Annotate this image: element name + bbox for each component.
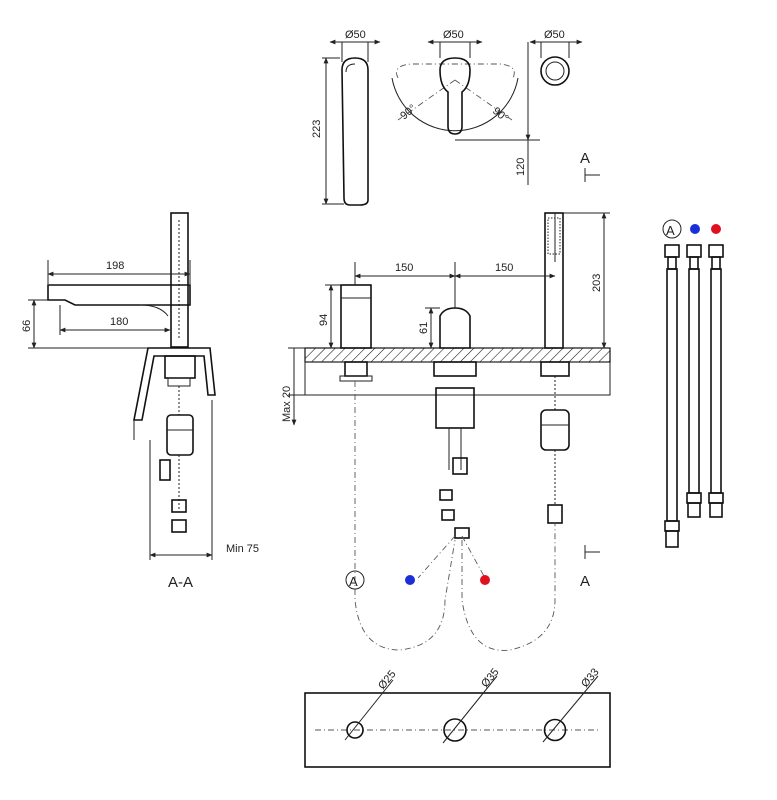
top-view: Ø50 223 90° 90° Ø50 120 Ø50 A — [311, 29, 600, 206]
dim-height-223: 223 — [311, 120, 323, 138]
section-a-top: A — [580, 150, 590, 167]
dim-angle-left: 90° — [398, 102, 418, 122]
front-view: 150 150 203 94 61 Max 20 A A — [281, 212, 611, 651]
section-a-bottom: A — [580, 573, 590, 590]
dim-side-min75: Min 75 — [226, 543, 259, 555]
dim-front-150-left: 150 — [395, 262, 413, 274]
hose-cold-dot — [690, 224, 700, 234]
dim-side-198: 198 — [106, 260, 124, 272]
hot-dot — [480, 575, 490, 585]
dim-top-dia-left: Ø50 — [345, 29, 366, 41]
dim-front-203: 203 — [591, 274, 603, 292]
dim-hole-25: Ø25 — [376, 668, 399, 692]
dim-height-120: 120 — [515, 158, 527, 176]
hoses: A — [662, 219, 724, 548]
marker-a-bottom: A — [349, 574, 358, 589]
dim-hole-33: Ø33 — [579, 666, 602, 690]
dim-front-max20: Max 20 — [281, 386, 293, 422]
marker-a-hoses: A — [666, 223, 675, 238]
side-section: 198 180 66 Min 75 A-A — [21, 212, 259, 591]
dim-top-dia-right: Ø50 — [544, 29, 565, 41]
hose-hot-dot — [711, 224, 721, 234]
dim-side-180: 180 — [110, 316, 128, 328]
dim-front-61: 61 — [418, 322, 430, 334]
dim-side-66: 66 — [21, 320, 33, 332]
dim-hole-35: Ø35 — [479, 666, 502, 690]
dim-top-dia-mid: Ø50 — [443, 29, 464, 41]
section-aa-label: A-A — [168, 574, 193, 591]
cold-dot — [405, 575, 415, 585]
dim-front-150-right: 150 — [495, 262, 513, 274]
dim-angle-right: 90° — [490, 105, 510, 125]
hole-template: Ø25 Ø35 Ø33 — [304, 666, 611, 768]
dim-front-94: 94 — [318, 314, 330, 326]
